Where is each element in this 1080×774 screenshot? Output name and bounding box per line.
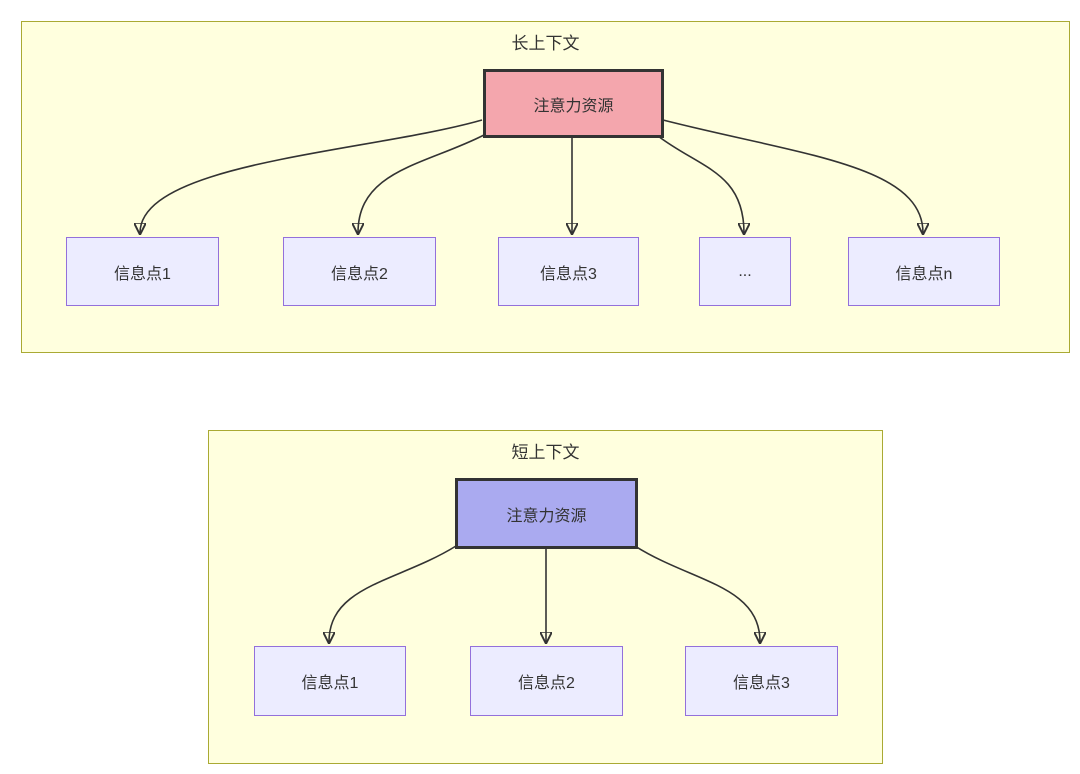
info-point-node: 信息点2 — [470, 646, 623, 716]
attention-resource-node-long: 注意力资源 — [483, 69, 664, 138]
short-context-cluster: 短上下文 注意力资源 信息点1 信息点2 信息点3 — [208, 430, 883, 764]
info-point-node: 信息点2 — [283, 237, 436, 306]
attention-resource-node-short: 注意力资源 — [455, 478, 638, 549]
info-point-node: 信息点3 — [498, 237, 639, 306]
info-point-ellipsis-node: ... — [699, 237, 791, 306]
info-point-node: 信息点3 — [685, 646, 838, 716]
info-point-node: 信息点1 — [66, 237, 219, 306]
info-point-node: 信息点n — [848, 237, 1000, 306]
short-context-title: 短上下文 — [511, 443, 580, 462]
long-context-title: 长上下文 — [511, 34, 580, 53]
info-point-node: 信息点1 — [254, 646, 406, 716]
long-context-cluster: 长上下文 注意力资源 信息点1 信息点2 信息点3 ... 信息点n — [21, 21, 1070, 353]
